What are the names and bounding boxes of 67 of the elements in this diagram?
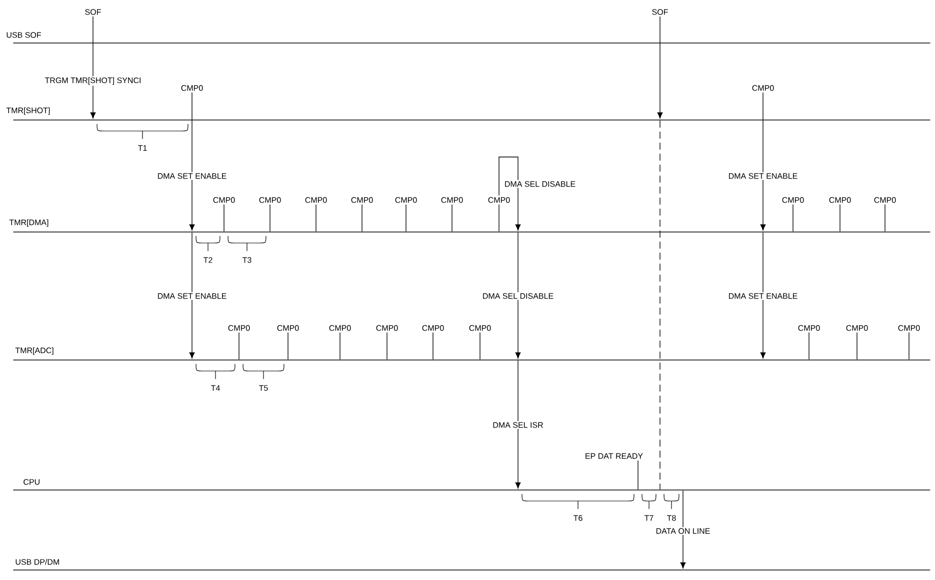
event-label: SOF [652, 9, 668, 15]
event-label: CMP0 [846, 325, 868, 331]
tick-mark [884, 204, 886, 232]
event-label: CMP0 [277, 325, 299, 331]
event-label: CMP0 [213, 197, 235, 203]
tick-mark [498, 204, 500, 232]
event-label: CMP0 [329, 325, 351, 331]
interval-label: T2 [204, 257, 212, 263]
arrow [189, 232, 195, 358]
event-label: CMP0 [441, 197, 463, 203]
event-label: CMP0 [376, 325, 398, 331]
event-label: CMP0 [898, 325, 920, 331]
lane-label: TMR[ADC] [15, 347, 54, 355]
edge-label: DMA SEL DISABLE [483, 293, 554, 299]
tick-mark [432, 332, 434, 360]
interval-label: T6 [574, 515, 582, 521]
tick-mark [792, 204, 794, 232]
event-label: CMP0 [798, 325, 820, 331]
interval-label: T8 [667, 515, 676, 521]
interval-label: T3 [242, 257, 252, 263]
arrow [515, 360, 521, 488]
lane-label: CPU [24, 479, 40, 485]
event-label: EP DAT READY [586, 453, 643, 459]
edge-label: DMA SEL ISR [493, 422, 543, 428]
interval-label: T1 [138, 145, 147, 151]
event-label: CMP0 [181, 85, 203, 91]
event-label: CMP0 [422, 325, 444, 331]
timeline [13, 42, 930, 44]
arrow [90, 16, 96, 118]
arrow [515, 232, 521, 358]
event-label: CMP0 [488, 197, 510, 203]
event-label: CMP0 [351, 197, 373, 203]
event-label: CMP0 [228, 325, 250, 331]
interval-label: T4 [211, 385, 220, 391]
event-label: CMP0 [259, 197, 281, 203]
tick-mark [856, 332, 858, 360]
edge-label: DATA ON LINE [656, 528, 710, 534]
edge-label: DMA SET ENABLE [158, 293, 226, 299]
event-label: SOF [85, 9, 101, 15]
arrow [760, 92, 766, 230]
interval-label: T5 [259, 385, 268, 391]
interval-label: T7 [644, 515, 654, 521]
lane-label: TMR[SHOT] [6, 107, 50, 115]
edge-label: DMA SEL DISABLE [505, 181, 576, 187]
lane-label: USB SOF [6, 32, 41, 38]
edge-label: DMA SET ENABLE [158, 173, 226, 179]
arrow [680, 490, 686, 568]
tick-mark [808, 332, 810, 360]
edge-label: DMA SET ENABLE [728, 293, 798, 299]
event-label: CMP0 [752, 85, 774, 91]
event-label: CMP0 [395, 197, 417, 203]
event-label: CMP0 [305, 197, 327, 203]
lane-label: TMR[DMA] [9, 219, 48, 227]
event-label: CMP0 [874, 197, 896, 203]
tick-mark [386, 332, 388, 360]
edge-label: TRGM TMR[SHOT] SYNCI [44, 77, 140, 85]
event-label: CMP0 [829, 197, 851, 203]
arrow [498, 156, 521, 230]
tick-mark [238, 332, 240, 360]
arrow [189, 92, 195, 230]
event-label: CMP0 [782, 197, 804, 203]
event-label: CMP0 [469, 325, 491, 331]
tick-mark [908, 332, 910, 360]
arrow [657, 16, 663, 118]
edge-label: DMA SET ENABLE [728, 173, 798, 179]
arrow [760, 232, 766, 358]
lane-label: USB DP/DM [16, 558, 59, 565]
